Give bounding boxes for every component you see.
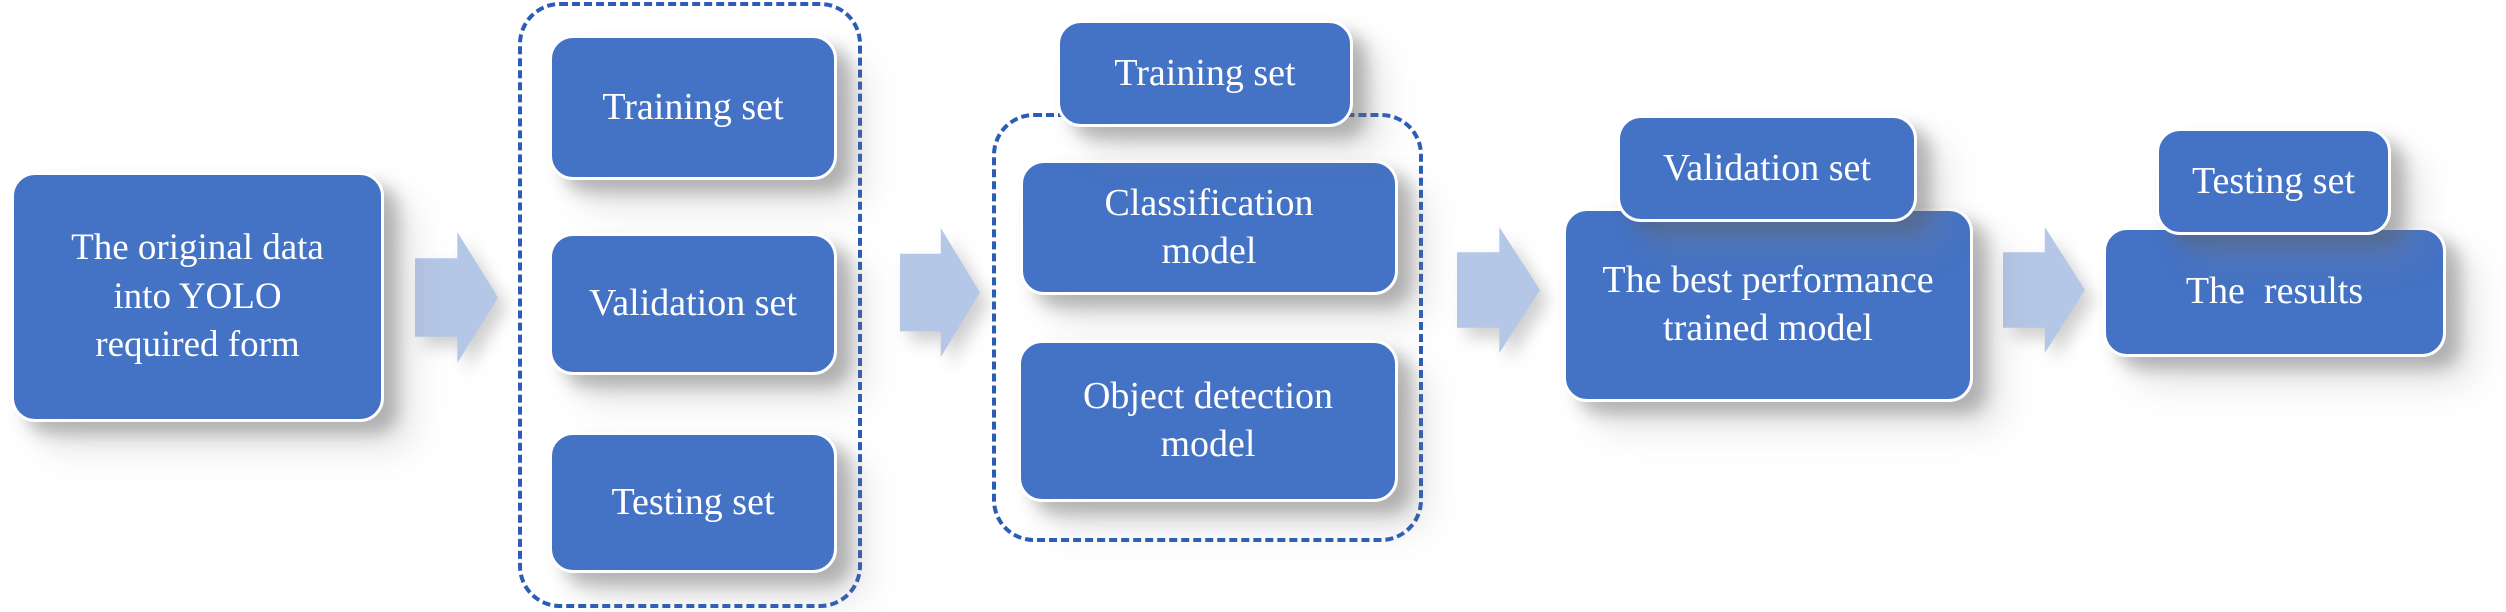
node-training-set-label: Training set [602, 85, 784, 128]
node-training-set-header-label: Training set [1114, 51, 1296, 94]
node-training-set: Training set [549, 35, 837, 180]
node-validation-set-header: Validation set [1617, 115, 1917, 222]
right-arrow-icon [900, 228, 980, 357]
node-validation-set: Validation set [549, 233, 837, 375]
node-results-label: The results [2185, 270, 2364, 313]
right-arrow-icon [1457, 227, 1540, 353]
node-object-detection-model: Object detection model [1018, 340, 1398, 502]
node-testing-set-header: Testing set [2156, 128, 2391, 235]
node-best-trained-model: The best performance trained model [1563, 208, 1973, 402]
flow-arrow-3 [1457, 227, 1540, 353]
node-classification-model-label: Classification model [1104, 181, 1314, 272]
dataset-split-group-border [518, 2, 862, 608]
node-testing-set: Testing set [549, 432, 837, 573]
node-original-data-label: The original data into YOLO required for… [71, 226, 324, 366]
node-validation-set-label: Validation set [589, 282, 797, 325]
flow-arrow-4 [2003, 227, 2085, 353]
right-arrow-icon [415, 232, 498, 363]
node-original-data: The original data into YOLO required for… [11, 172, 384, 422]
node-testing-set-header-label: Testing set [2191, 159, 2356, 202]
right-arrow-icon [2003, 227, 2085, 353]
node-best-trained-model-label: The best performance trained model [1602, 259, 1934, 349]
node-training-set-header: Training set [1057, 20, 1353, 127]
node-validation-set-header-label: Validation set [1663, 146, 1871, 189]
node-object-detection-model-label: Object detection model [1082, 375, 1334, 465]
node-testing-set-label: Testing set [611, 480, 775, 523]
flow-arrow-1 [415, 232, 498, 363]
node-results: The results [2103, 227, 2446, 357]
flow-arrow-2 [900, 228, 980, 357]
node-classification-model: Classification model [1020, 160, 1398, 295]
